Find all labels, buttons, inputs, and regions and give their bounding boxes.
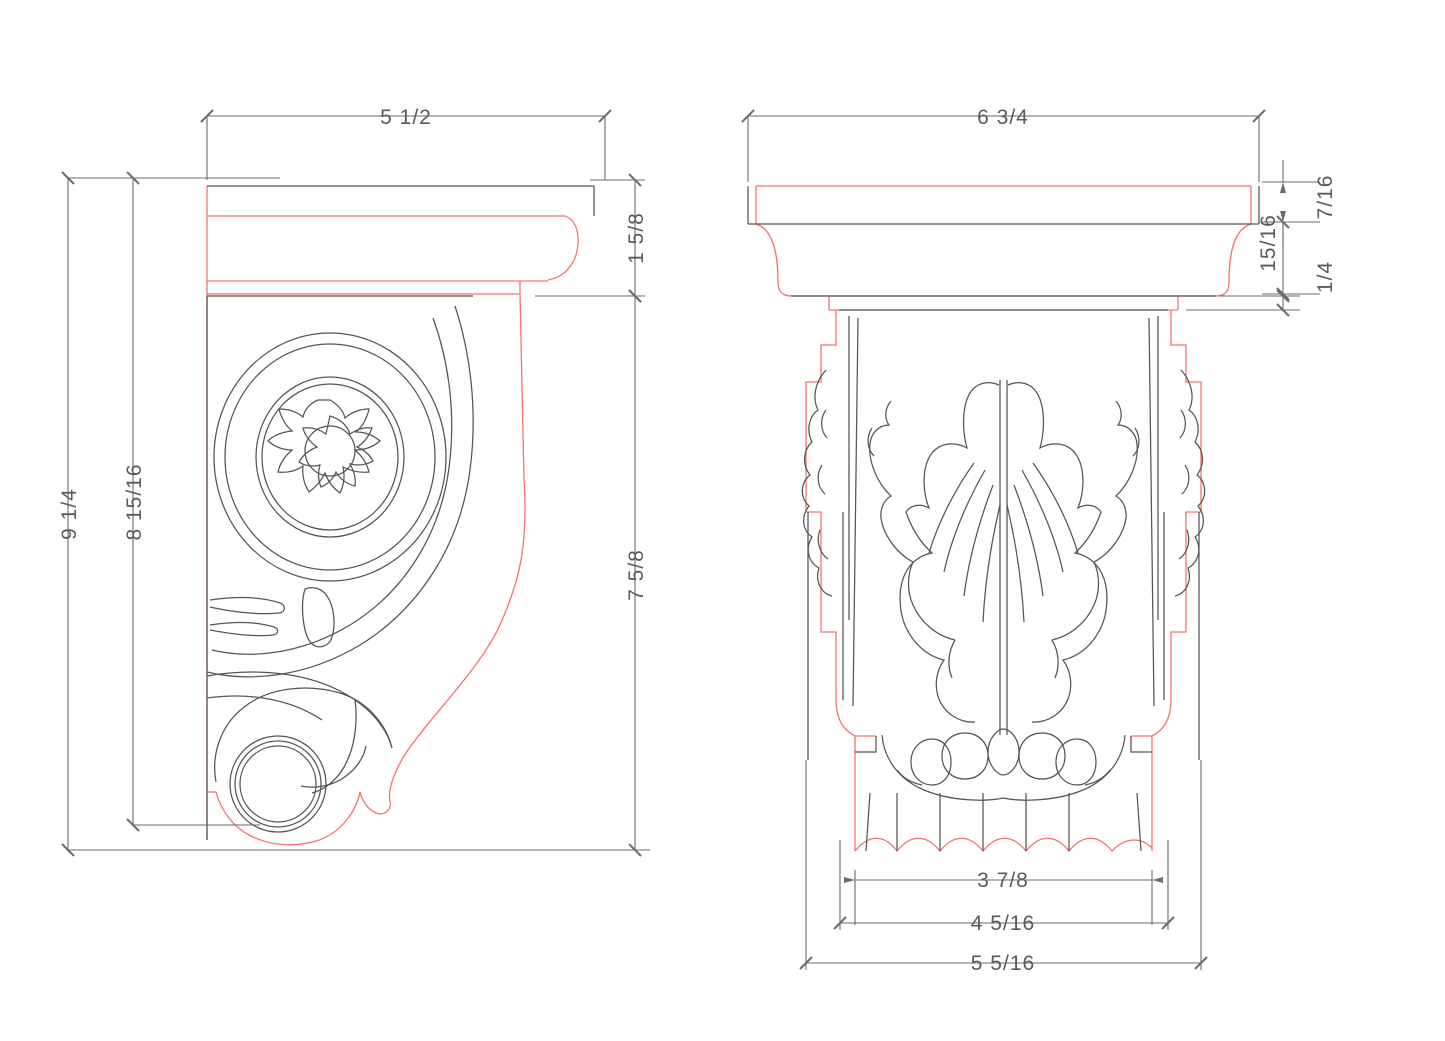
front-elevation-view: 6 3/4 7/16 15/16 1/4 3 7/8 4 5/16 5 5/16 bbox=[741, 106, 1337, 975]
dim-5-1-2 bbox=[200, 109, 612, 180]
dim-6-3-4 bbox=[741, 109, 1266, 182]
side-view-dimensions bbox=[61, 109, 650, 857]
dim-label-8-15-16: 8 15/16 bbox=[123, 463, 146, 540]
dim-label-3-7-8: 3 7/8 bbox=[977, 869, 1029, 892]
dim-label-4-5-16: 4 5/16 bbox=[971, 912, 1035, 935]
dim-8-15-16 bbox=[126, 171, 280, 832]
front-view-object-lines bbox=[747, 186, 1260, 852]
dim-label-5-1-2: 5 1/2 bbox=[380, 106, 432, 129]
dim-label-5-5-16: 5 5/16 bbox=[971, 952, 1035, 975]
side-elevation-view: 5 1/2 9 1/4 8 15/16 1 5/8 7 5/8 bbox=[58, 106, 650, 857]
dim-label-9-1-4: 9 1/4 bbox=[58, 488, 81, 540]
dim-label-15-16: 15/16 bbox=[1257, 214, 1280, 272]
dim-5-5-16 bbox=[799, 760, 1208, 970]
dim-4-5-16 bbox=[833, 840, 1175, 930]
dim-label-7-5-8: 7 5/8 bbox=[625, 549, 648, 601]
dim-label-6-3-4: 6 3/4 bbox=[977, 106, 1029, 129]
dim-label-7-16: 7/16 bbox=[1314, 175, 1337, 220]
dim-label-1-5-8: 1 5/8 bbox=[625, 212, 648, 264]
side-view-object-lines bbox=[206, 185, 595, 840]
dim-15-16 bbox=[1262, 215, 1320, 301]
dim-3-7-8 bbox=[844, 870, 1163, 925]
dim-1-4 bbox=[1186, 289, 1300, 317]
dim-1-5-8 bbox=[535, 173, 645, 303]
dim-label-1-4: 1/4 bbox=[1314, 261, 1337, 293]
front-view-dimensions bbox=[741, 109, 1320, 970]
